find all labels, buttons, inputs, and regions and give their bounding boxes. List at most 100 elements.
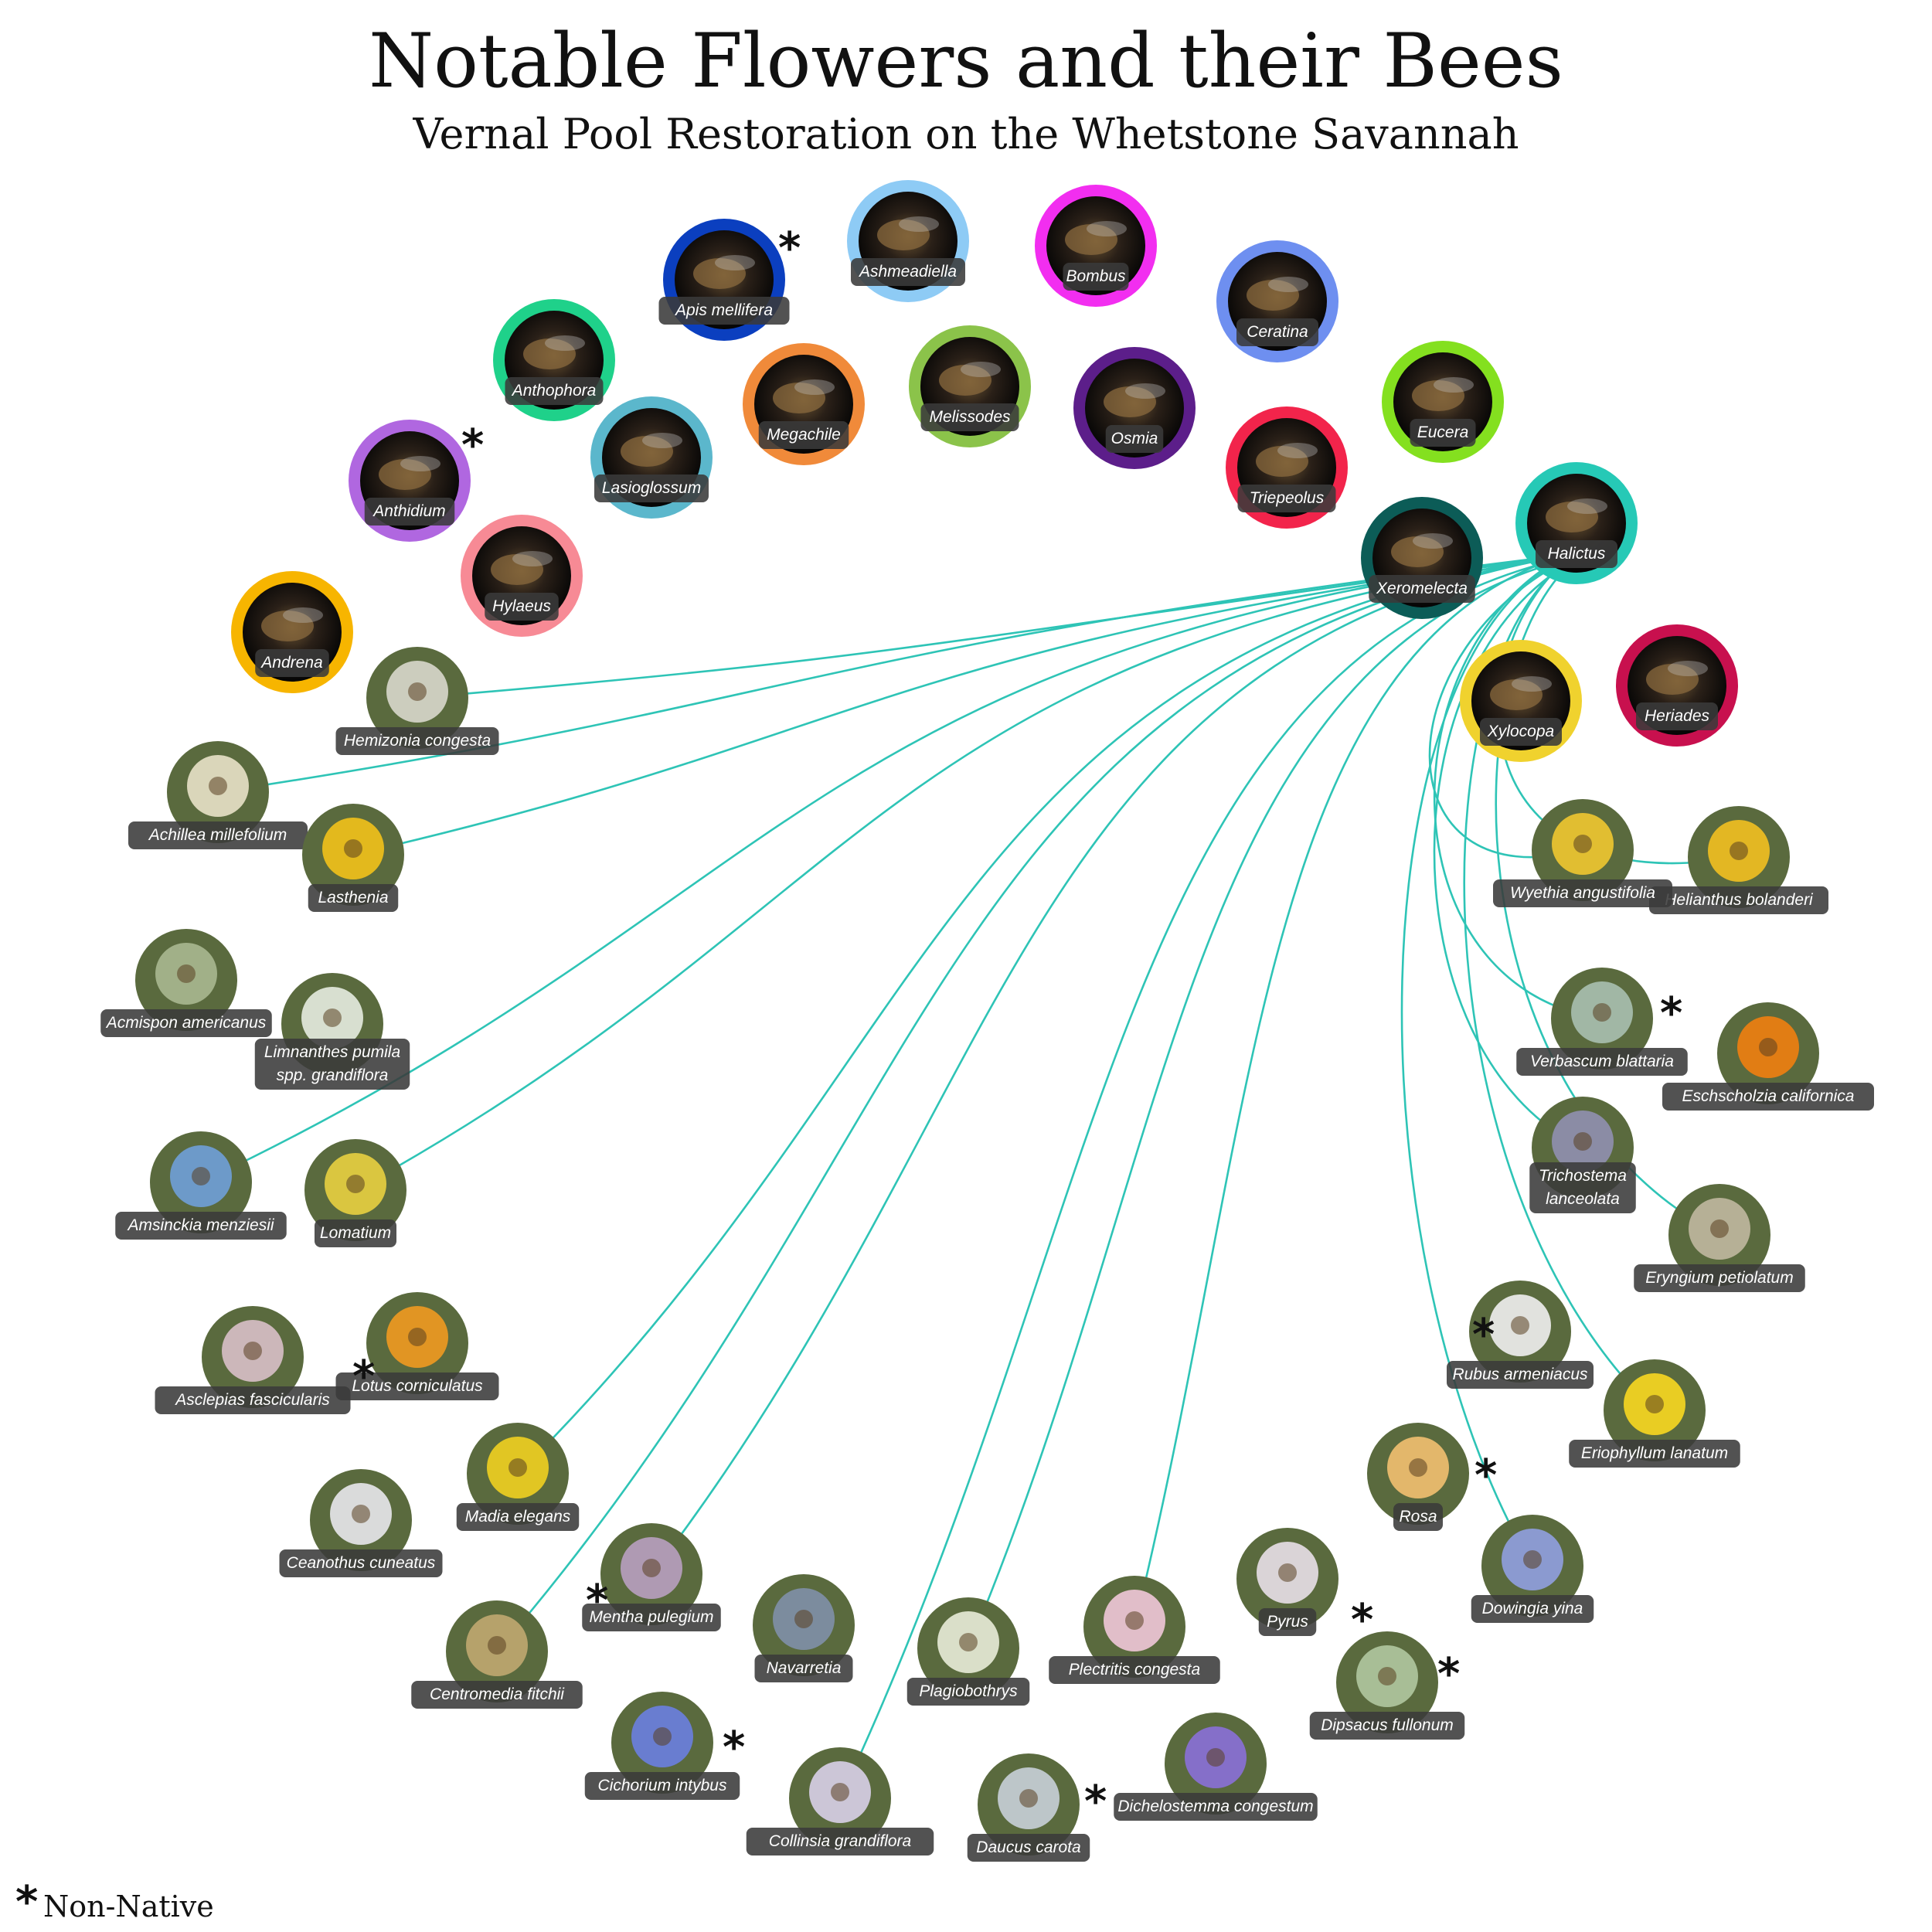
bee-body-icon (693, 258, 746, 289)
flower-center-icon (346, 1175, 365, 1193)
flower-node-collinsia[interactable]: Collinsia grandiflora (746, 1747, 934, 1855)
chart-title: Notable Flowers and their Bees (369, 18, 1563, 104)
flower-node-verbascum[interactable]: Verbascum blattaria* (1516, 968, 1688, 1076)
bee-wing-icon (794, 379, 835, 395)
flower-node-mentha[interactable]: Mentha pulegium* (582, 1523, 721, 1631)
flower-center-icon (1523, 1550, 1542, 1569)
bee-label-anthidium: Anthidium (364, 498, 455, 526)
flower-node-lomatium[interactable]: Lomatium (304, 1139, 406, 1247)
flower-node-dowingia[interactable]: Dowingia yina (1471, 1515, 1594, 1623)
flower-label-dipsacus-text: Dipsacus fullonum (1321, 1716, 1454, 1734)
bee-label-osmia: Osmia (1105, 425, 1164, 453)
flower-node-achillea[interactable]: Achillea millefolium (128, 741, 308, 849)
bee-node-xeromelecta[interactable]: Xeromelecta (1361, 497, 1483, 619)
flower-label-amsinckia-bg (115, 1212, 287, 1240)
flower-node-asclepias[interactable]: Asclepias fascicularis (155, 1306, 351, 1414)
bee-node-apis[interactable]: Apis mellifera* (658, 219, 801, 341)
flower-node-daucus[interactable]: Daucus carota* (967, 1753, 1107, 1862)
flower-label-cichorium-text: Cichorium intybus (598, 1777, 727, 1794)
flower-node-eschscholzia[interactable]: Eschscholzia californica (1662, 1002, 1874, 1111)
flower-node-rubus[interactable]: Rubus armeniacus* (1447, 1281, 1594, 1389)
bee-wing-icon (1087, 221, 1127, 236)
flower-node-hemizonia[interactable]: Hemizonia congesta (335, 647, 499, 755)
bee-node-melissodes[interactable]: Melissodes (909, 325, 1031, 447)
non-native-marker: * (352, 1352, 375, 1402)
bee-label-bombus-bg (1063, 263, 1129, 291)
flower-label-rubus: Rubus armeniacus (1447, 1361, 1594, 1389)
bee-label-hylaeus-text: Hylaeus (492, 597, 551, 615)
bee-node-xylocopa[interactable]: Xylocopa (1460, 640, 1582, 762)
bee-node-ashmeadiella[interactable]: Ashmeadiella (847, 180, 969, 302)
flower-node-cichorium[interactable]: Cichorium intybus* (584, 1692, 746, 1800)
bee-node-lasioglossum[interactable]: Lasioglossum (590, 396, 713, 519)
flower-node-helianthus[interactable]: Helianthus bolanderi (1649, 806, 1828, 914)
flower-center-icon (488, 1636, 506, 1655)
flower-node-wyethia[interactable]: Wyethia angustifolia (1493, 799, 1672, 907)
flower-label-asclepias-bg (155, 1386, 351, 1414)
link-halictus-wyethia (1428, 553, 1583, 859)
legend-label: Non-Native (43, 1889, 214, 1923)
flower-label-pyrus-bg (1258, 1608, 1317, 1636)
flower-node-centromedia[interactable]: Centromedia fitchii (411, 1600, 583, 1709)
flower-label-ceanothus-text: Ceanothus cuneatus (287, 1554, 436, 1572)
flower-label-pyrus: Pyrus (1258, 1608, 1317, 1636)
flower-node-dipsacus[interactable]: Dipsacus fullonum * (1309, 1631, 1465, 1740)
flower-node-lotus[interactable]: Lotus corniculatus* (335, 1292, 499, 1402)
bee-label-halictus: Halictus (1536, 540, 1617, 568)
flower-node-amsinckia[interactable]: Amsinckia menziesii (115, 1131, 287, 1240)
bee-node-bombus[interactable]: Bombus (1035, 185, 1157, 307)
bee-label-xylocopa-text: Xylocopa (1487, 723, 1554, 740)
flower-label-madia-text: Madia elegans (465, 1508, 571, 1526)
flower-node-dichelostemma[interactable]: Dichelostemma congestum (1114, 1713, 1318, 1821)
flower-label-lotus-bg (335, 1372, 499, 1400)
flower-node-acmispon[interactable]: Acmispon americanus (100, 929, 272, 1037)
flower-node-eriophyllum[interactable]: Eriophyllum lanatum (1569, 1359, 1740, 1468)
flower-center-icon (408, 1328, 427, 1346)
bee-label-eucera: Eucera (1410, 419, 1476, 447)
bee-wing-icon (1668, 661, 1708, 676)
bee-node-ceratina[interactable]: Ceratina (1216, 240, 1338, 362)
bee-node-eucera[interactable]: Eucera (1382, 341, 1504, 463)
bee-node-hylaeus[interactable]: Hylaeus (461, 515, 583, 637)
bee-node-anthidium[interactable]: Anthidium* (349, 420, 484, 542)
flower-node-pyrus[interactable]: Pyrus* (1236, 1528, 1373, 1645)
bee-label-ashmeadiella-bg (851, 258, 965, 286)
bee-node-andrena[interactable]: Andrena (231, 571, 353, 693)
non-native-marker: * (1437, 1649, 1460, 1699)
bee-node-megachile[interactable]: Megachile (743, 343, 865, 465)
flower-label-dowingia: Dowingia yina (1471, 1595, 1594, 1623)
flower-node-navarretia[interactable]: Navarretia (753, 1574, 855, 1682)
flower-label-helianthus: Helianthus bolanderi (1649, 886, 1828, 914)
bee-node-triepeolus[interactable]: Triepeolus (1226, 406, 1348, 529)
bee-node-halictus[interactable]: Halictus (1515, 462, 1638, 584)
flower-node-ceanothus[interactable]: Ceanothus cuneatus (279, 1469, 443, 1577)
link-halictus-amsinckia (200, 553, 1583, 1184)
bee-node-heriades[interactable]: Heriades (1616, 624, 1738, 747)
bee-node-anthophora[interactable]: Anthophora (493, 299, 615, 421)
bee-node-osmia[interactable]: Osmia (1073, 347, 1196, 469)
bee-label-triepeolus-bg (1237, 485, 1336, 512)
flower-label-rubus-text: Rubus armeniacus (1452, 1366, 1588, 1383)
flower-center-icon (1710, 1219, 1729, 1238)
bee-wing-icon (283, 607, 323, 623)
bee-label-anthidium-bg (364, 498, 455, 526)
flower-center-icon (1019, 1789, 1038, 1808)
flower-label-asclepias: Asclepias fascicularis (155, 1386, 351, 1414)
flower-node-madia[interactable]: Madia elegans (456, 1423, 580, 1531)
flower-label-asclepias-text: Asclepias fascicularis (174, 1391, 330, 1409)
flower-center-icon (1409, 1458, 1427, 1477)
flower-label-amsinckia-text: Amsinckia menziesii (126, 1216, 274, 1234)
bee-label-andrena-text: Andrena (260, 654, 322, 672)
flower-node-rosa[interactable]: Rosa* (1367, 1423, 1497, 1531)
flower-node-plectritis[interactable]: Plectritis congesta (1049, 1576, 1220, 1684)
flower-node-eryngium[interactable]: Eryngium petiolatum (1634, 1184, 1805, 1292)
flower-label-daucus-text: Daucus carota (976, 1838, 1080, 1856)
bee-wing-icon (1413, 533, 1453, 549)
flower-node-lasthenia[interactable]: Lasthenia (302, 804, 404, 912)
flower-node-plagiobothrys[interactable]: Plagiobothrys (906, 1597, 1030, 1706)
